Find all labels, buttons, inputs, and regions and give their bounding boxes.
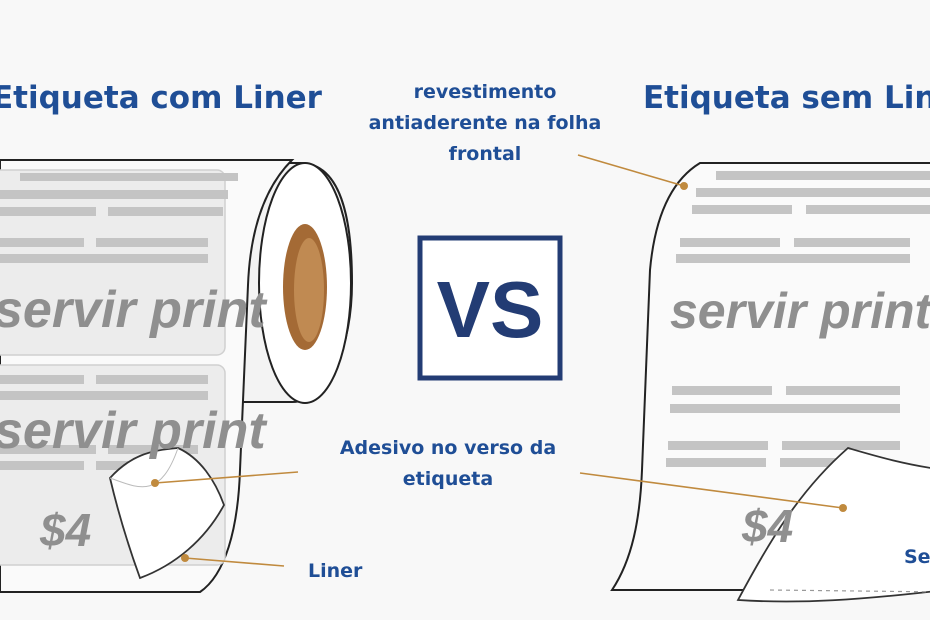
annotation-adhesive-line1: Adesivo no verso da bbox=[339, 437, 557, 459]
brand-text-left-2: servir print bbox=[0, 402, 268, 460]
brand-text-left-1: servir print bbox=[0, 281, 268, 339]
leader-dots bbox=[151, 182, 847, 562]
annotation-liner: Liner bbox=[308, 560, 363, 582]
vs-box bbox=[417, 235, 563, 381]
vs-text: VS bbox=[437, 265, 544, 354]
annotation-release-coating: revestimento antiaderente na folha front… bbox=[330, 77, 640, 170]
liner-roll-illustration bbox=[0, 159, 354, 593]
linerless-roll-illustration bbox=[610, 162, 930, 603]
brand-text-right: servir print bbox=[670, 283, 930, 339]
annotation-no-liner: Sem Liner bbox=[904, 546, 930, 568]
annotation-adhesive-line2: etiqueta bbox=[402, 468, 494, 490]
title-with-liner: Etiqueta com Liner bbox=[0, 80, 322, 116]
annotation-release-coating-line3: frontal bbox=[448, 143, 522, 165]
leader-lines bbox=[154, 154, 844, 567]
annotation-release-coating-line2: antiaderente na folha bbox=[368, 112, 602, 134]
price-text-left: $4 bbox=[39, 504, 91, 556]
annotation-adhesive: Adesivo no verso da etiqueta bbox=[318, 433, 578, 495]
price-text-right: $4 bbox=[741, 500, 793, 552]
title-without-liner: Etiqueta sem Liner bbox=[643, 80, 930, 116]
annotation-release-coating-line1: revestimento bbox=[413, 81, 557, 103]
